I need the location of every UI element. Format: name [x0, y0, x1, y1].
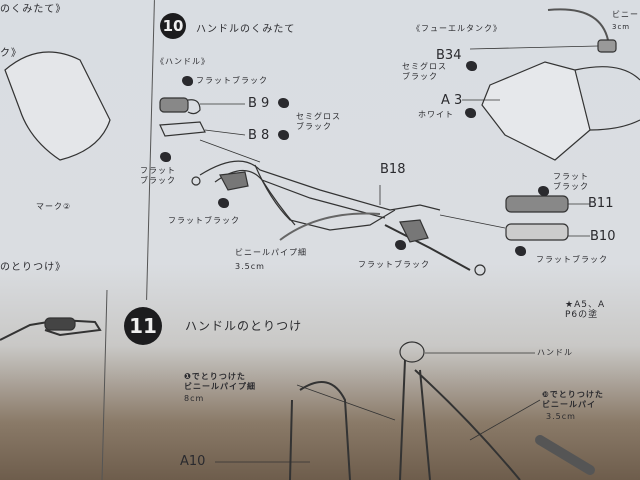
label-flat-black-grip: フラット ブラック — [553, 172, 589, 191]
label-pipe-right: ❿でとりつけた ビニールパイ — [542, 390, 604, 409]
label-flat-black-right: フラットブラック — [536, 255, 608, 264]
label-flat-black-center: フラットブラック — [358, 260, 430, 269]
label-vinyl-top-length: 3cm — [612, 23, 631, 31]
paint-blob-icon — [218, 198, 229, 208]
step-number-11: 11 — [124, 307, 162, 345]
fuel-tank-drawing — [481, 61, 591, 161]
step-10-title: ハンドルのくみたて — [196, 24, 296, 35]
mirror-drawing — [299, 381, 351, 480]
left-heading-sub: ク》 — [0, 48, 22, 59]
paint-blob-icon — [278, 98, 289, 108]
part-b18: B18 — [380, 162, 406, 177]
label-flat-black-lever: フラットブラック — [168, 216, 240, 225]
paint-blob-icon — [515, 246, 526, 256]
paint-blob-icon — [160, 152, 171, 162]
part-a10: A10 — [180, 454, 206, 469]
handle-section-label: 《ハンドル》 — [156, 57, 210, 66]
mark-label: マーク② — [36, 202, 72, 211]
label-pipe-right-length: 3.5cm — [546, 412, 576, 421]
part-a3: A 3 — [441, 93, 463, 108]
left-lever-drawing — [0, 318, 102, 341]
paint-blob-icon — [395, 240, 406, 250]
label-vinyl-pipe: ビニールパイプ細 — [235, 248, 307, 257]
left-heading-bottom: のとりつけ》 — [0, 262, 67, 273]
paint-blob-icon — [466, 61, 477, 71]
label-flat-black-left: フラット ブラック — [140, 166, 176, 185]
paint-blob-icon — [465, 108, 476, 118]
label-a3-color: ホワイト — [418, 110, 454, 119]
label-pipe-left-length: 8cm — [184, 394, 205, 403]
label-handle: ハンドル — [537, 348, 573, 357]
paint-blob-icon — [538, 186, 549, 196]
label-vinyl-pipe-length: 3.5cm — [235, 262, 265, 271]
fuel-tank-section-label: 《フューエルタンク》 — [412, 24, 502, 33]
left-part-drawing — [4, 51, 111, 161]
label-flat-black-top: フラットブラック — [196, 76, 268, 85]
part-b10: B10 — [590, 229, 616, 244]
handlebar-drawing — [199, 160, 441, 211]
part-b8: B 8 — [248, 128, 270, 143]
label-b34-color: セミグロス ブラック — [402, 62, 447, 81]
step-11-title: ハンドルのとりつけ — [185, 319, 303, 333]
step-number-10: 10 — [160, 13, 186, 39]
paint-blob-icon — [278, 130, 289, 140]
part-b11: B11 — [588, 196, 614, 211]
label-pipe-left: ❶でとりつけた ビニールパイプ細 — [184, 372, 256, 391]
handle-install-drawing — [399, 359, 521, 480]
left-heading-top: のくみたて》 — [0, 4, 67, 15]
label-vinyl-top: ビニー — [612, 10, 639, 19]
step-11-note: ★A5、A P6の塗 — [565, 300, 606, 320]
part-b9: B 9 — [248, 96, 270, 111]
label-semi-gloss-black: セミグロス ブラック — [296, 112, 341, 131]
paint-blob-icon — [182, 76, 193, 86]
part-b34: B34 — [436, 48, 462, 63]
